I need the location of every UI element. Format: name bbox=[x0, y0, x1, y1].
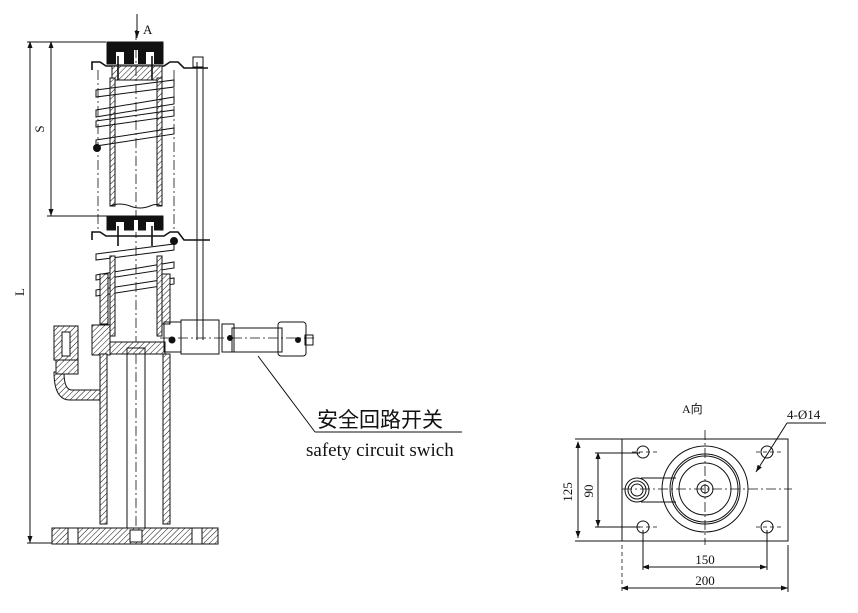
piston-circles bbox=[661, 445, 749, 533]
dimension-S: S bbox=[32, 41, 108, 217]
dimension-125: 125 bbox=[560, 438, 622, 542]
callout-leader bbox=[257, 355, 462, 433]
side-view: A L S bbox=[12, 14, 462, 545]
hole-spec-label: 4-Ø14 bbox=[787, 407, 821, 422]
dimension-90-label: 90 bbox=[581, 485, 596, 498]
callout-label-en: safety circuit swich bbox=[306, 440, 454, 461]
dimension-150-label: 150 bbox=[695, 552, 715, 567]
cylinder-body bbox=[51, 324, 219, 545]
mounting-holes bbox=[632, 445, 781, 534]
top-cap bbox=[91, 41, 208, 340]
upper-spring bbox=[93, 79, 175, 152]
dimension-S-label: S bbox=[32, 125, 47, 132]
top-view-title: A向 bbox=[682, 401, 703, 416]
callout-label-cn: 安全回路开关 bbox=[317, 408, 443, 432]
top-view: A向 4-Ø14 bbox=[560, 401, 826, 592]
dimension-125-label: 125 bbox=[560, 482, 575, 502]
dimension-90: 90 bbox=[581, 452, 640, 528]
dimension-L: L bbox=[12, 41, 106, 544]
lower-spring bbox=[95, 243, 175, 337]
middle-cap bbox=[91, 215, 210, 246]
safety-switch bbox=[160, 319, 316, 357]
oil-fitting bbox=[53, 325, 101, 401]
side-fitting bbox=[624, 477, 676, 503]
dimension-150: 150 bbox=[642, 530, 768, 570]
dimension-200: 200 bbox=[621, 545, 789, 592]
dimension-L-label: L bbox=[12, 288, 27, 296]
view-arrow-label: A bbox=[143, 22, 153, 37]
dimension-200-label: 200 bbox=[695, 573, 715, 588]
